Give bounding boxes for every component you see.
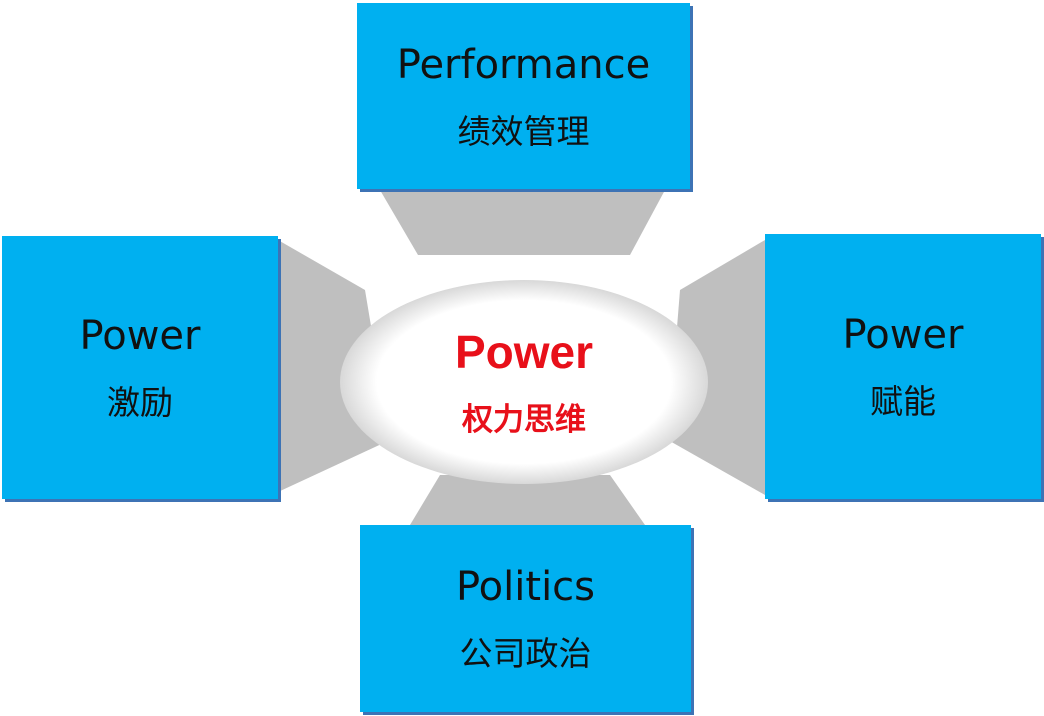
node-power-empower: Power 赋能 [765,234,1041,499]
center-subtitle: 权力思维 [462,402,586,438]
node-title: Power [79,313,201,359]
connector-right [668,240,765,495]
node-title: Politics [455,564,596,610]
connector-bottom [410,475,645,525]
node-performance: Performance 绩效管理 [357,3,690,189]
node-subtitle: 激励 [107,383,173,422]
center-ellipse [340,280,708,484]
node-politics: Politics 公司政治 [360,525,691,712]
node-subtitle: 绩效管理 [457,111,590,151]
node-title: Performance [396,41,651,88]
center-node: Power 权力思维 [340,280,708,485]
center-title: Power [454,326,594,378]
node-subtitle: 赋能 [870,382,936,421]
node-power-incentive: Power 激励 [2,236,278,499]
node-subtitle: 公司政治 [459,634,592,673]
node-title: Power [842,312,964,358]
connector-top [380,190,665,255]
